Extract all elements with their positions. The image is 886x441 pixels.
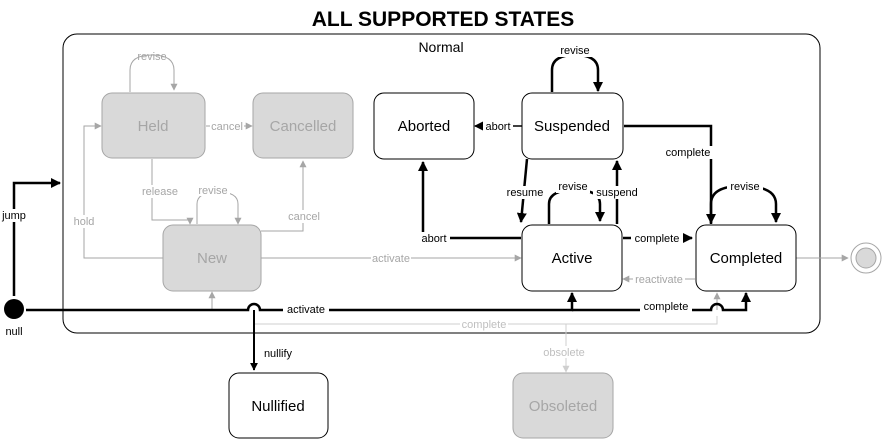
state-completed: Completed — [695, 224, 797, 292]
label-new-revise: revise — [198, 185, 227, 197]
state-aborted-label: Aborted — [398, 118, 451, 135]
state-nullified: Nullified — [228, 372, 329, 439]
label-completed-revise: revise — [730, 181, 759, 193]
label-suspend: suspend — [596, 187, 638, 199]
state-active: Active — [521, 224, 623, 292]
state-obsoleted: Obsoleted — [512, 372, 614, 439]
edge-null-complete — [572, 292, 751, 312]
edge-active-abort — [418, 161, 521, 240]
state-suspended-label: Suspended — [534, 118, 610, 135]
edge-suspended-complete — [624, 124, 716, 224]
label-active-revise: revise — [558, 181, 587, 193]
final-state — [850, 242, 882, 274]
state-aborted: Aborted — [373, 92, 475, 160]
state-held-label: Held — [138, 118, 169, 135]
edge-new-hold — [83, 122, 163, 259]
label-new-activate: activate — [372, 253, 410, 265]
label-new-cancel: cancel — [288, 211, 320, 223]
label-new-complete: complete — [462, 319, 507, 331]
label-suspended-abort: abort — [485, 121, 510, 133]
label-jump: jump — [1, 210, 26, 222]
label-resume: resume — [507, 187, 544, 199]
edge-jump — [12, 178, 61, 296]
state-nullified-label: Nullified — [251, 398, 304, 415]
label-hold: hold — [74, 216, 95, 228]
state-cancelled: Cancelled — [252, 92, 354, 159]
edge-null-activate — [26, 292, 577, 312]
edge-new-cancel — [261, 160, 307, 232]
state-suspended: Suspended — [521, 92, 624, 160]
label-null-activate: activate — [287, 304, 325, 316]
label-suspended-complete: complete — [666, 147, 711, 159]
state-new-label: New — [197, 250, 227, 267]
edge-active-revise — [547, 188, 605, 224]
label-release: release — [142, 186, 178, 198]
label-active-abort: abort — [421, 233, 446, 245]
state-cancelled-label: Cancelled — [270, 118, 337, 135]
normal-group-frame — [62, 33, 821, 334]
state-completed-label: Completed — [710, 250, 783, 267]
edge-suspended-revise — [550, 53, 603, 92]
label-active-complete: complete — [635, 233, 680, 245]
normal-group-label: Normal — [418, 39, 463, 55]
state-held: Held — [101, 92, 206, 159]
edge-held-revise — [129, 54, 178, 92]
label-nullify: nullify — [264, 348, 293, 360]
label-held-cancel: cancel — [211, 121, 243, 133]
label-null-complete: complete — [644, 301, 689, 313]
diagram-title: ALL SUPPORTED STATES — [312, 8, 575, 31]
label-suspended-revise: revise — [560, 45, 589, 57]
state-new: New — [162, 224, 262, 292]
state-active-label: Active — [552, 250, 593, 267]
label-held-revise: revise — [137, 51, 166, 63]
state-obsoleted-label: Obsoleted — [529, 398, 597, 415]
label-reactivate: reactivate — [635, 274, 683, 286]
initial-state-dot — [4, 299, 24, 319]
initial-state-label: null — [5, 326, 22, 338]
label-obsolete: obsolete — [543, 347, 585, 359]
